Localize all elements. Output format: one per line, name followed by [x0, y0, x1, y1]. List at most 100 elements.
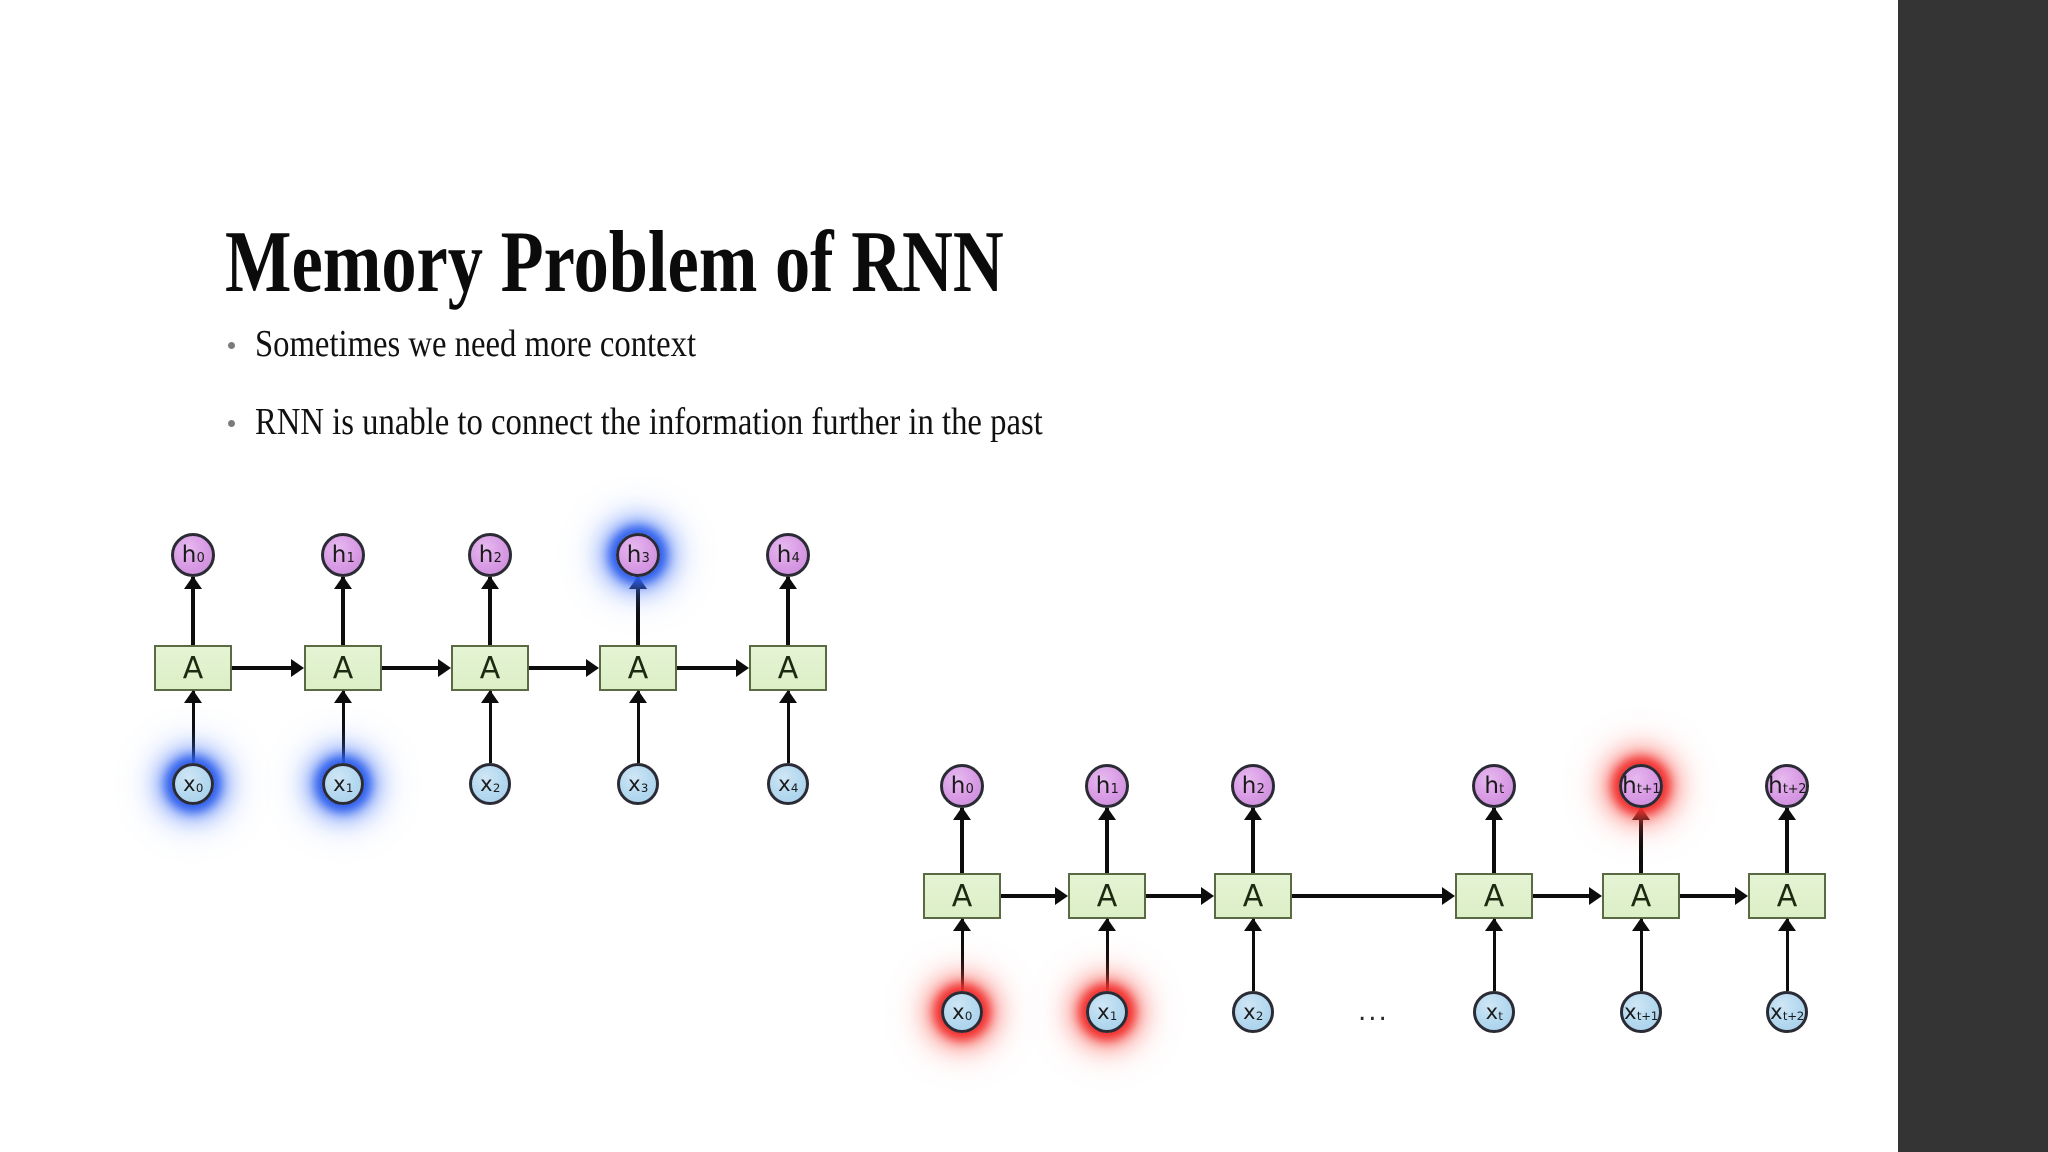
arrowhead-input-to-cell-5 — [1778, 918, 1796, 931]
arrowhead-recurrent-0 — [1055, 887, 1068, 905]
edge-recurrent-1 — [382, 666, 441, 670]
bullet-text-1: RNN is unable to connect the information… — [255, 401, 1043, 443]
arrowhead-cell-to-hidden-0 — [953, 807, 971, 820]
rnn-cell-4: A — [749, 645, 827, 691]
edge-recurrent-0 — [232, 666, 294, 670]
edge-input-to-cell-5 — [1785, 919, 1789, 991]
rnn-cell-0: A — [154, 645, 232, 691]
edge-input-to-cell-2 — [488, 691, 492, 763]
edge-cell-to-hidden-0 — [960, 808, 964, 873]
edge-recurrent-0 — [1001, 894, 1058, 898]
rnn-cell-2: A — [1214, 873, 1292, 919]
bullet-text-0: Sometimes we need more context — [255, 323, 697, 365]
edge-recurrent-2 — [1292, 894, 1445, 898]
edge-recurrent-3 — [677, 666, 739, 670]
edge-cell-to-hidden-4 — [1639, 808, 1643, 873]
arrowhead-recurrent-4 — [1735, 887, 1748, 905]
arrowhead-cell-to-hidden-3 — [1485, 807, 1503, 820]
edge-input-to-cell-3 — [636, 691, 640, 763]
edge-input-to-cell-1 — [341, 691, 345, 763]
edge-cell-to-hidden-2 — [488, 577, 492, 645]
sequence-ellipsis: ... — [1358, 997, 1389, 1027]
edge-recurrent-1 — [1146, 894, 1204, 898]
edge-input-to-cell-3 — [1492, 919, 1496, 991]
edge-cell-to-hidden-2 — [1251, 808, 1255, 873]
rnn-cell-1: A — [1068, 873, 1146, 919]
arrowhead-cell-to-hidden-2 — [1244, 807, 1262, 820]
arrowhead-recurrent-1 — [438, 659, 451, 677]
arrowhead-recurrent-1 — [1201, 887, 1214, 905]
arrowhead-cell-to-hidden-4 — [779, 576, 797, 589]
edge-cell-to-hidden-1 — [341, 577, 345, 645]
arrowhead-input-to-cell-1 — [334, 690, 352, 703]
arrowhead-recurrent-2 — [1442, 887, 1455, 905]
rnn-cell-5: A — [1748, 873, 1826, 919]
arrowhead-cell-to-hidden-4 — [1632, 807, 1650, 820]
arrowhead-cell-to-hidden-0 — [184, 576, 202, 589]
arrowhead-cell-to-hidden-1 — [1098, 807, 1116, 820]
edge-recurrent-4 — [1680, 894, 1738, 898]
edge-cell-to-hidden-0 — [191, 577, 195, 645]
slide-right-accent-bar — [1898, 0, 2048, 1152]
arrowhead-cell-to-hidden-2 — [481, 576, 499, 589]
bullet-item-1: RNN is unable to connect the information… — [228, 400, 1171, 444]
arrowhead-input-to-cell-0 — [953, 918, 971, 931]
edge-recurrent-2 — [529, 666, 589, 670]
edge-input-to-cell-4 — [1639, 919, 1643, 991]
edge-recurrent-3 — [1533, 894, 1592, 898]
arrowhead-cell-to-hidden-3 — [629, 576, 647, 589]
arrowhead-recurrent-3 — [736, 659, 749, 677]
arrowhead-cell-to-hidden-1 — [334, 576, 352, 589]
arrowhead-input-to-cell-4 — [1632, 918, 1650, 931]
edge-cell-to-hidden-3 — [636, 577, 640, 645]
arrowhead-cell-to-hidden-5 — [1778, 807, 1796, 820]
edge-input-to-cell-2 — [1251, 919, 1255, 991]
edge-input-to-cell-0 — [960, 919, 964, 991]
arrowhead-recurrent-3 — [1589, 887, 1602, 905]
arrowhead-input-to-cell-1 — [1098, 918, 1116, 931]
rnn-cell-0: A — [923, 873, 1001, 919]
arrowhead-input-to-cell-3 — [629, 690, 647, 703]
arrowhead-input-to-cell-2 — [481, 690, 499, 703]
rnn-cell-1: A — [304, 645, 382, 691]
arrowhead-input-to-cell-3 — [1485, 918, 1503, 931]
edge-cell-to-hidden-5 — [1785, 808, 1789, 873]
edge-cell-to-hidden-1 — [1105, 808, 1109, 873]
bullet-item-0: Sometimes we need more context — [228, 322, 768, 366]
arrowhead-input-to-cell-2 — [1244, 918, 1262, 931]
edge-input-to-cell-4 — [786, 691, 790, 763]
rnn-cell-3: A — [1455, 873, 1533, 919]
arrowhead-input-to-cell-4 — [779, 690, 797, 703]
bullet-dot-icon — [228, 342, 235, 349]
arrowhead-input-to-cell-0 — [184, 690, 202, 703]
edge-input-to-cell-1 — [1105, 919, 1109, 991]
rnn-cell-4: A — [1602, 873, 1680, 919]
rnn-cell-2: A — [451, 645, 529, 691]
arrowhead-recurrent-0 — [291, 659, 304, 677]
